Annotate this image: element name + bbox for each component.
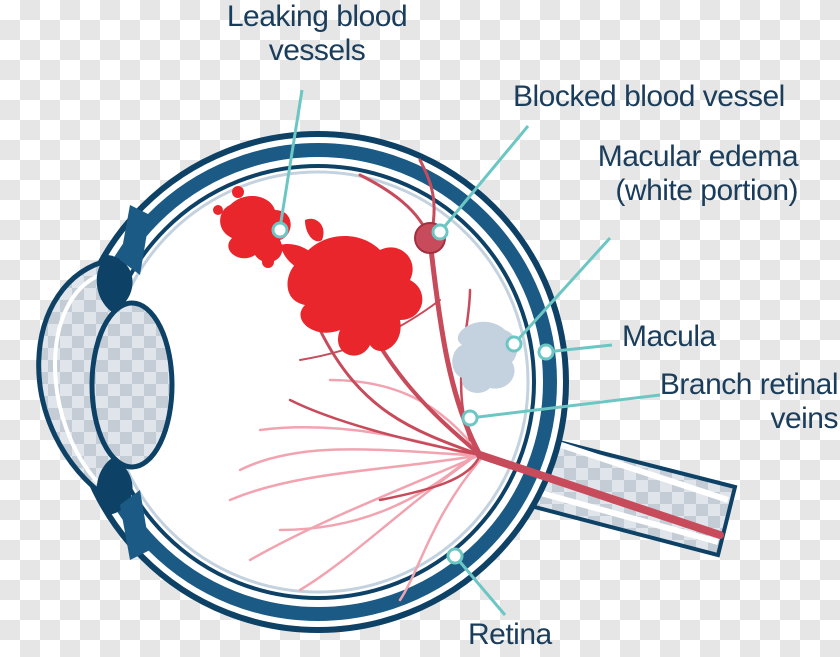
label-macula: Macula [622, 320, 716, 354]
label-branch-line1: Branch retinal [659, 368, 839, 401]
label-macula-text: Macula [622, 320, 716, 353]
macular-edema [452, 321, 518, 393]
leaking-blood-vessels [213, 186, 423, 356]
label-edema-line2: (white portion) [615, 174, 798, 207]
label-branch-retinal-veins: Branch retinal veins [620, 368, 839, 436]
leader-lines [278, 89, 661, 616]
iris [96, 205, 150, 560]
lens [89, 300, 175, 470]
label-blocked-text: Blocked blood vessel [513, 80, 785, 113]
cornea [36, 257, 112, 503]
label-blocked-blood-vessel: Blocked blood vessel [513, 80, 785, 114]
label-retina-text: Retina [468, 618, 552, 651]
label-macular-edema: Macular edema (white portion) [580, 140, 799, 208]
label-leaking-blood-vessels: Leaking blood vessels [222, 0, 412, 68]
label-branch-line2: veins [770, 402, 838, 435]
label-leaking-line2: vessels [268, 34, 366, 67]
label-retina: Retina [468, 618, 552, 652]
label-leaking-line1: Leaking blood [226, 0, 408, 33]
leader-dots [271, 221, 555, 565]
label-edema-line1: Macular edema [597, 140, 799, 173]
